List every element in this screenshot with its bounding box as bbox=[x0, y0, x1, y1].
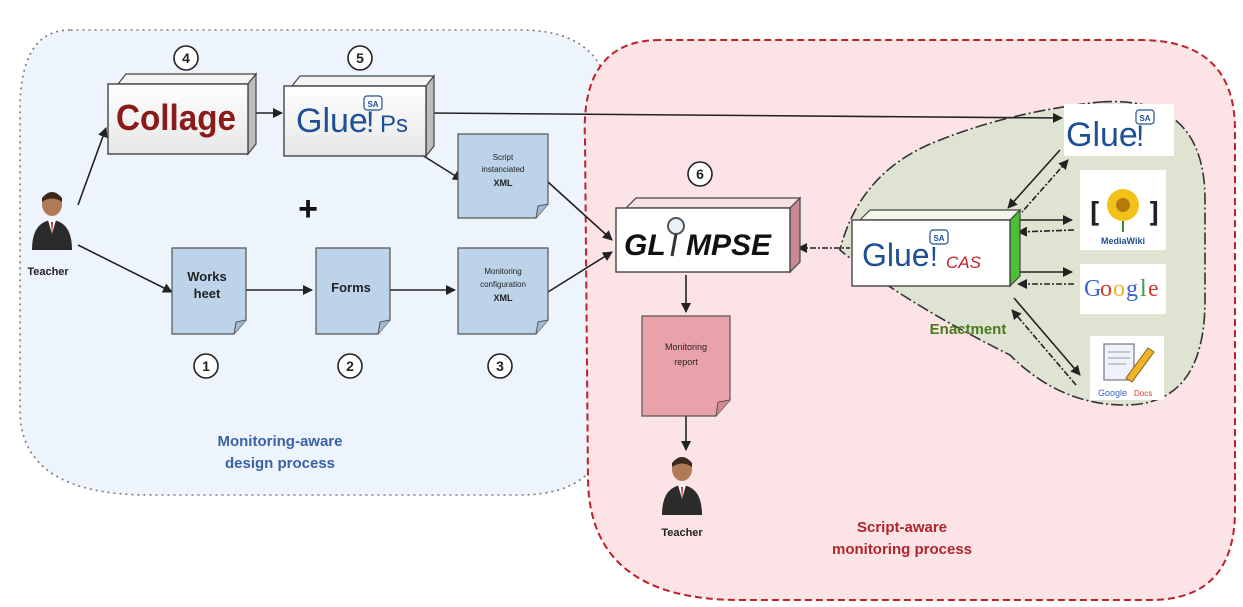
mediawiki-icon: [ ] bbox=[1080, 170, 1166, 250]
worksheet-document bbox=[171, 247, 247, 335]
svg-text:6: 6 bbox=[696, 166, 704, 182]
collage-box bbox=[107, 72, 258, 156]
step-3-marker: 3 bbox=[487, 353, 513, 379]
script-doc-line1: Script bbox=[493, 153, 514, 162]
step-1-marker: 1 bbox=[193, 353, 219, 379]
config-doc-line1: Monitoring bbox=[484, 267, 521, 276]
svg-text:4: 4 bbox=[182, 50, 190, 66]
worksheet-line1: Works bbox=[187, 269, 227, 284]
monitoring-region-title-line2: monitoring process bbox=[832, 541, 972, 558]
svg-text:SA: SA bbox=[1139, 114, 1150, 123]
google-icon: G o o g l e bbox=[1080, 264, 1166, 314]
teacher-design-label: Teacher bbox=[27, 266, 69, 278]
svg-text:g: g bbox=[1126, 276, 1138, 302]
forms-document bbox=[315, 247, 391, 335]
svg-text:SA: SA bbox=[933, 234, 944, 243]
mediawiki-label: MediaWiki bbox=[1101, 236, 1145, 246]
design-region-title-line2: design process bbox=[225, 455, 335, 472]
svg-text:o: o bbox=[1113, 276, 1125, 302]
step-6-marker: 6 bbox=[687, 161, 713, 187]
svg-text:G: G bbox=[1084, 276, 1101, 302]
svg-text:]: ] bbox=[1146, 196, 1163, 229]
glueps-exclaim: ! bbox=[366, 106, 374, 139]
worksheet-line2: heet bbox=[194, 286, 221, 301]
teacher-report-actor bbox=[662, 457, 702, 515]
google-docs-brand: Google bbox=[1098, 388, 1127, 398]
teacher-design-actor bbox=[32, 192, 72, 250]
svg-text:SA: SA bbox=[367, 100, 378, 109]
flow-arrows bbox=[77, 108, 1081, 451]
design-region-title-line1: Monitoring-aware bbox=[217, 433, 342, 450]
svg-text:2: 2 bbox=[346, 358, 354, 374]
glue-top-logo-main: Glue bbox=[1066, 116, 1138, 154]
svg-text:e: e bbox=[1148, 276, 1159, 302]
collage-logo: Collage bbox=[116, 97, 236, 138]
glimpse-logo-right: MPSE bbox=[686, 229, 772, 262]
svg-text:1: 1 bbox=[202, 358, 210, 374]
config-doc-line2: configuration bbox=[480, 280, 526, 289]
script-doc-line2: instanciated bbox=[482, 165, 525, 174]
glueps-badge: SA bbox=[363, 95, 383, 111]
gluecas-exclaim: ! bbox=[930, 241, 938, 272]
glueps-logo-suffix: Ps bbox=[380, 111, 408, 138]
glimpse-logo-left: GL bbox=[624, 229, 666, 262]
magnifier-icon bbox=[667, 217, 685, 257]
svg-text:[: [ bbox=[1086, 196, 1103, 229]
glue-top-badge: SA bbox=[1135, 109, 1155, 125]
monitoring-report-document bbox=[641, 315, 731, 417]
plus-sign: + bbox=[298, 190, 318, 228]
glue-top-exclaim: ! bbox=[1136, 120, 1144, 153]
monitoring-region-title-line1: Script-aware bbox=[857, 519, 947, 536]
script-doc-line3: XML bbox=[494, 178, 514, 188]
glimpse-box bbox=[615, 196, 802, 274]
report-doc-line2: report bbox=[674, 357, 698, 367]
svg-text:l: l bbox=[1140, 276, 1147, 302]
monitoring-config-document bbox=[457, 247, 549, 335]
google-docs-icon bbox=[1090, 336, 1164, 400]
enactment-title: Enactment bbox=[930, 321, 1007, 338]
glue-top-logo bbox=[1064, 104, 1174, 156]
gluecas-badge: SA bbox=[929, 229, 949, 245]
report-doc-line1: Monitoring bbox=[665, 342, 707, 352]
teacher-report-label: Teacher bbox=[661, 527, 703, 539]
config-doc-line3: XML bbox=[494, 293, 514, 303]
step-5-marker: 5 bbox=[347, 45, 373, 71]
step-2-marker: 2 bbox=[337, 353, 363, 379]
google-docs-suffix: Docs bbox=[1134, 389, 1152, 398]
svg-text:o: o bbox=[1100, 276, 1112, 302]
step-4-marker: 4 bbox=[173, 45, 199, 71]
svg-text:3: 3 bbox=[496, 358, 504, 374]
svg-text:5: 5 bbox=[356, 50, 364, 66]
script-xml-document bbox=[457, 133, 549, 219]
glueps-logo-main: Glue bbox=[296, 102, 368, 140]
glueps-box bbox=[283, 74, 436, 158]
gluecas-logo-main: Glue bbox=[862, 237, 930, 273]
forms-line1: Forms bbox=[331, 280, 371, 295]
gluecas-logo-suffix: CAS bbox=[946, 253, 982, 272]
